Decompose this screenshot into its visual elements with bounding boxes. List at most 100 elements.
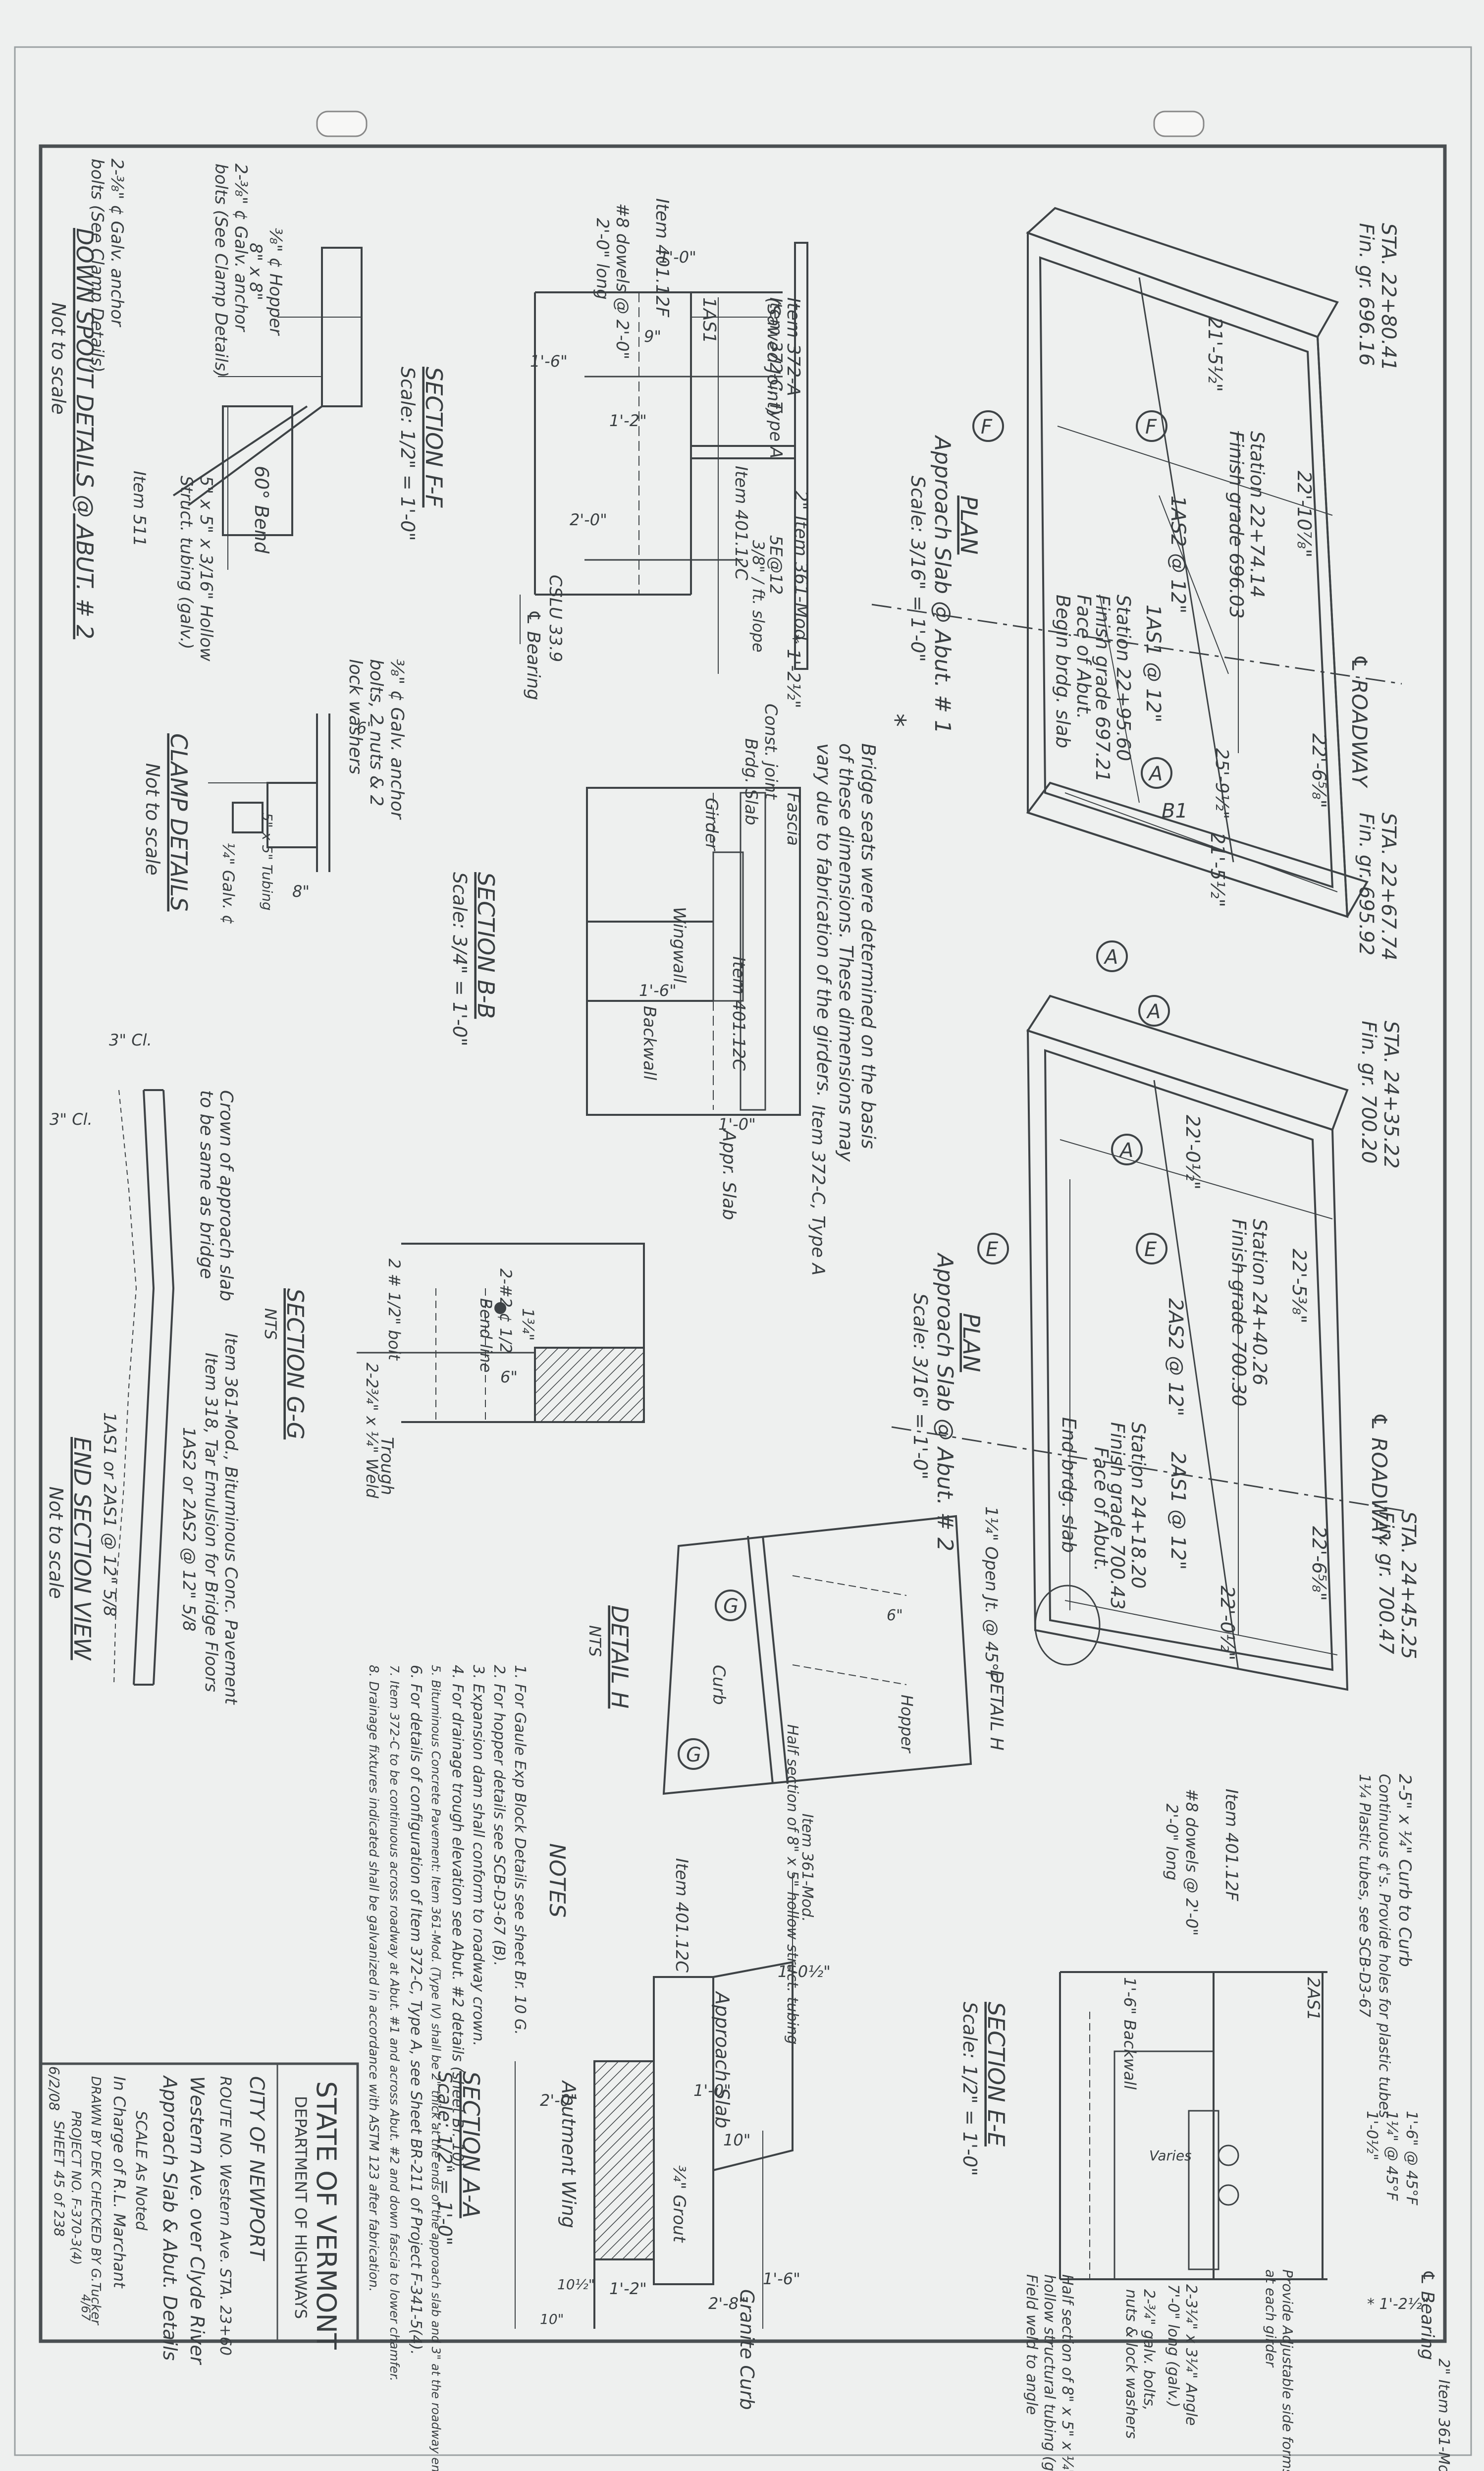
plan2-sta-right: STA. 24+45.25 [1397,1511,1420,1659]
plan2-scale: Scale: 3/16" = 1'-0" [909,1293,931,1480]
clamp-title: CLAMP DETAILS [165,733,192,912]
bb-fascia: Fascia [783,793,803,846]
bb-dim-2: 1'-0" [718,1115,756,1134]
ee-backwall: 1'-6" Backwall [1120,1977,1139,2089]
gg-bolt: 2 # 1/2" bolt [385,1259,404,1361]
dh-title: DETAIL H [606,1605,633,1708]
title-block: STATE OF VERMONT DEPARTMENT OF HIGHWAYS … [39,2062,359,2365]
tb-stamp: 6/2/08 [46,2066,62,2111]
clamp-bolts-b: bolts, 2 nuts & 2 [366,659,386,806]
clamp-details: ⅜" ¢ Galv. anchor bolts, 2 nuts & 2 lock… [142,659,407,925]
ee-angle: 2-3¼" x 3¼" Angle [1182,2284,1200,2426]
ee-angle-b: 7'-0" long (galv.) [1165,2284,1182,2408]
bridge-note-symbol: * [880,714,911,727]
aa-abutment-wing: Abutment Wing [558,2080,580,2228]
end-bars-1: 1AS2 or 2AS2 @ 12" 5/8 [179,1427,199,1632]
aa-scale: Scale: 1/2" = 1'-0" [434,2071,456,2246]
ee-item-401: Item 401.12F [1221,1789,1241,1901]
tb-state: STATE OF VERMONT [311,2081,342,2350]
aa-approach-slab: Approach Slab [711,1990,733,2129]
plan2-sta-left: STA. 24+35.22 [1379,1021,1402,1169]
dh-curb: Curb [709,1665,729,1705]
ee-dim-3: 1'-0½" [1363,2111,1380,2160]
plan2-subtitle: Approach Slab @ Abut. # 2 [932,1252,957,1551]
clamp-plate: ¼" Galv. ¢ [219,842,238,925]
gg-bars: 2-#2 ¢ 1/2 [496,1268,515,1353]
ee-scale: Scale: 1/2" = 1'-0" [959,2002,981,2176]
ee-title: SECTION E-E [983,2002,1009,2146]
ff-bars-5: 5E@12 [766,535,786,595]
ff-bearing: ℄ Bearing [523,609,543,700]
end-bars-2: 1AS1 or 2AS1 @ 12" 5/8 [100,1412,119,1617]
ee-bolts-b: nuts & lock washers [1122,2289,1140,2439]
bb-backwall: Backwall [639,1006,659,1081]
end-cl-1: 3" Cl. [109,1031,152,1049]
ds-anchor-1b: bolts (See Clamp Details) [211,164,231,378]
marker-e-left: E [986,1238,999,1261]
section-aa: Approach Slab Abutment Wing Granite Curb… [434,1858,831,2410]
ff-sawed-joint: (Sawed Joint) [763,297,784,415]
aa-dim-5: 2'-8" [708,2294,746,2313]
ee-dim-1: 1'-6" @ 45°F [1403,2111,1420,2205]
ds-anchor-2b: bolts (See Clamp Details) [87,159,107,373]
bb-wingwall: Wingwall [669,907,689,983]
ds-hopper: ⅜" ¢ Hopper [265,228,285,336]
end-title: END SECTION VIEW [69,1437,96,1661]
ds-scale: Not to scale [48,302,69,415]
aa-dim-9: 2'-0" [540,2091,578,2110]
dh-open-jt: 1¼" Open Jt. @ 45°F [981,1506,1001,1681]
bridge-note-line-1: Bridge seats were determined on the basi… [857,743,879,1149]
ff-dim-1: 1'-0" [659,248,696,267]
note-6: 6. For details of configuration of Item … [407,1665,424,2355]
plan-abut-2: A A E E [891,994,1407,1691]
ff-title: SECTION F-F [421,367,447,508]
ff-scale: Scale: 1/2" = 1'-0" [397,367,419,541]
ee-tubes: 1¼ Plastic tubes, see SCB-D3-67 [1356,1774,1373,2017]
gg-scale: NTS [261,1308,280,1340]
plan2-roadway: ℄ ROADWAY [1367,1412,1391,1546]
ff-item-401c: Item 401.12C [731,466,751,580]
ee-star: * 1'-2½" [1367,2296,1429,2313]
plan2-elev-right: Fin. gr. 700.47 [1375,1511,1397,1654]
plan2-grade-mid: Finish grade 700.30 [1228,1219,1250,1407]
end-crown-b: to be same as bridge [196,1090,216,1279]
clamp-tubing: 5" x 5" Tubing [259,813,275,911]
end-cl-2: 3" Cl. [50,1110,93,1129]
ff-cs: CSLU 33.9 [545,575,565,662]
marker-a-top: A [1148,763,1163,785]
tb-route: ROUTE NO. Western Ave. STA. 23+60 [216,2076,234,2356]
ff-star-dim: * 1'-2½" [783,634,803,709]
bb-item-372c: Item 372-C, Type A [808,1105,828,1275]
tb-project-title-2: Approach Slab & Abut. Details [159,2075,181,2361]
ee-bolts: 2-¾" galv. bolts, [1140,2289,1158,2411]
ff-dim-4: 9" [644,327,661,346]
aa-title: SECTION A-A [458,2071,484,2218]
aa-dim-7: 10½" [557,2276,595,2293]
aa-item-401c: Item 401.12C [672,1858,691,1973]
plan1-sta-right: STA. 22+67.74 [1377,813,1400,961]
ds-anchor-2: 2-⅜" ¢ Galv. anchor [107,159,127,328]
outer-border [14,46,1472,2456]
plan1-dim-bottom: 21'-5½" [1207,832,1228,907]
note-2: 2. For hopper details see SCB-D3-67 (B). [490,1665,508,1966]
plan2-dim-top: 22'-0½" [1182,1115,1204,1190]
downspout-details: ⅜" ¢ Hopper 8" x 8" 2-⅜" ¢ Galv. anchor … [48,159,363,661]
gg-dim-2: 6" [500,1368,518,1386]
plan1-begin-slab: Begin brdg. slab [1052,595,1074,748]
dh-dim-1: 6" [887,1607,903,1624]
plan2-end-slab: End brdg. slab [1058,1417,1080,1553]
plan1-roadway: ℄ ROADWAY [1347,654,1372,788]
note-7: 7. Item 372-C to be continuous across ro… [387,1665,402,2381]
plan2-dim-left: 22'-5⅜" [1288,1249,1310,1323]
bb-dim-1: 1'-6" [639,981,677,1000]
plan2-detail-ref: DETAIL H [986,1670,1007,1751]
aa-dim-2: 10" [723,2131,750,2149]
plan1-station-mid: Station 22+74.14 [1246,431,1268,598]
ds-tubing-b: Struct. tubing (galv.) [176,476,196,649]
clamp-bolts: ⅜" ¢ Galv. anchor [387,659,407,820]
end-item-318: Item 318, Tar Emulsion for Bridge Floors [201,1353,221,1692]
ee-item-361: 2" Item 361-Mod. [1435,2359,1452,2471]
bars-b1-label: B1 [1162,800,1188,823]
